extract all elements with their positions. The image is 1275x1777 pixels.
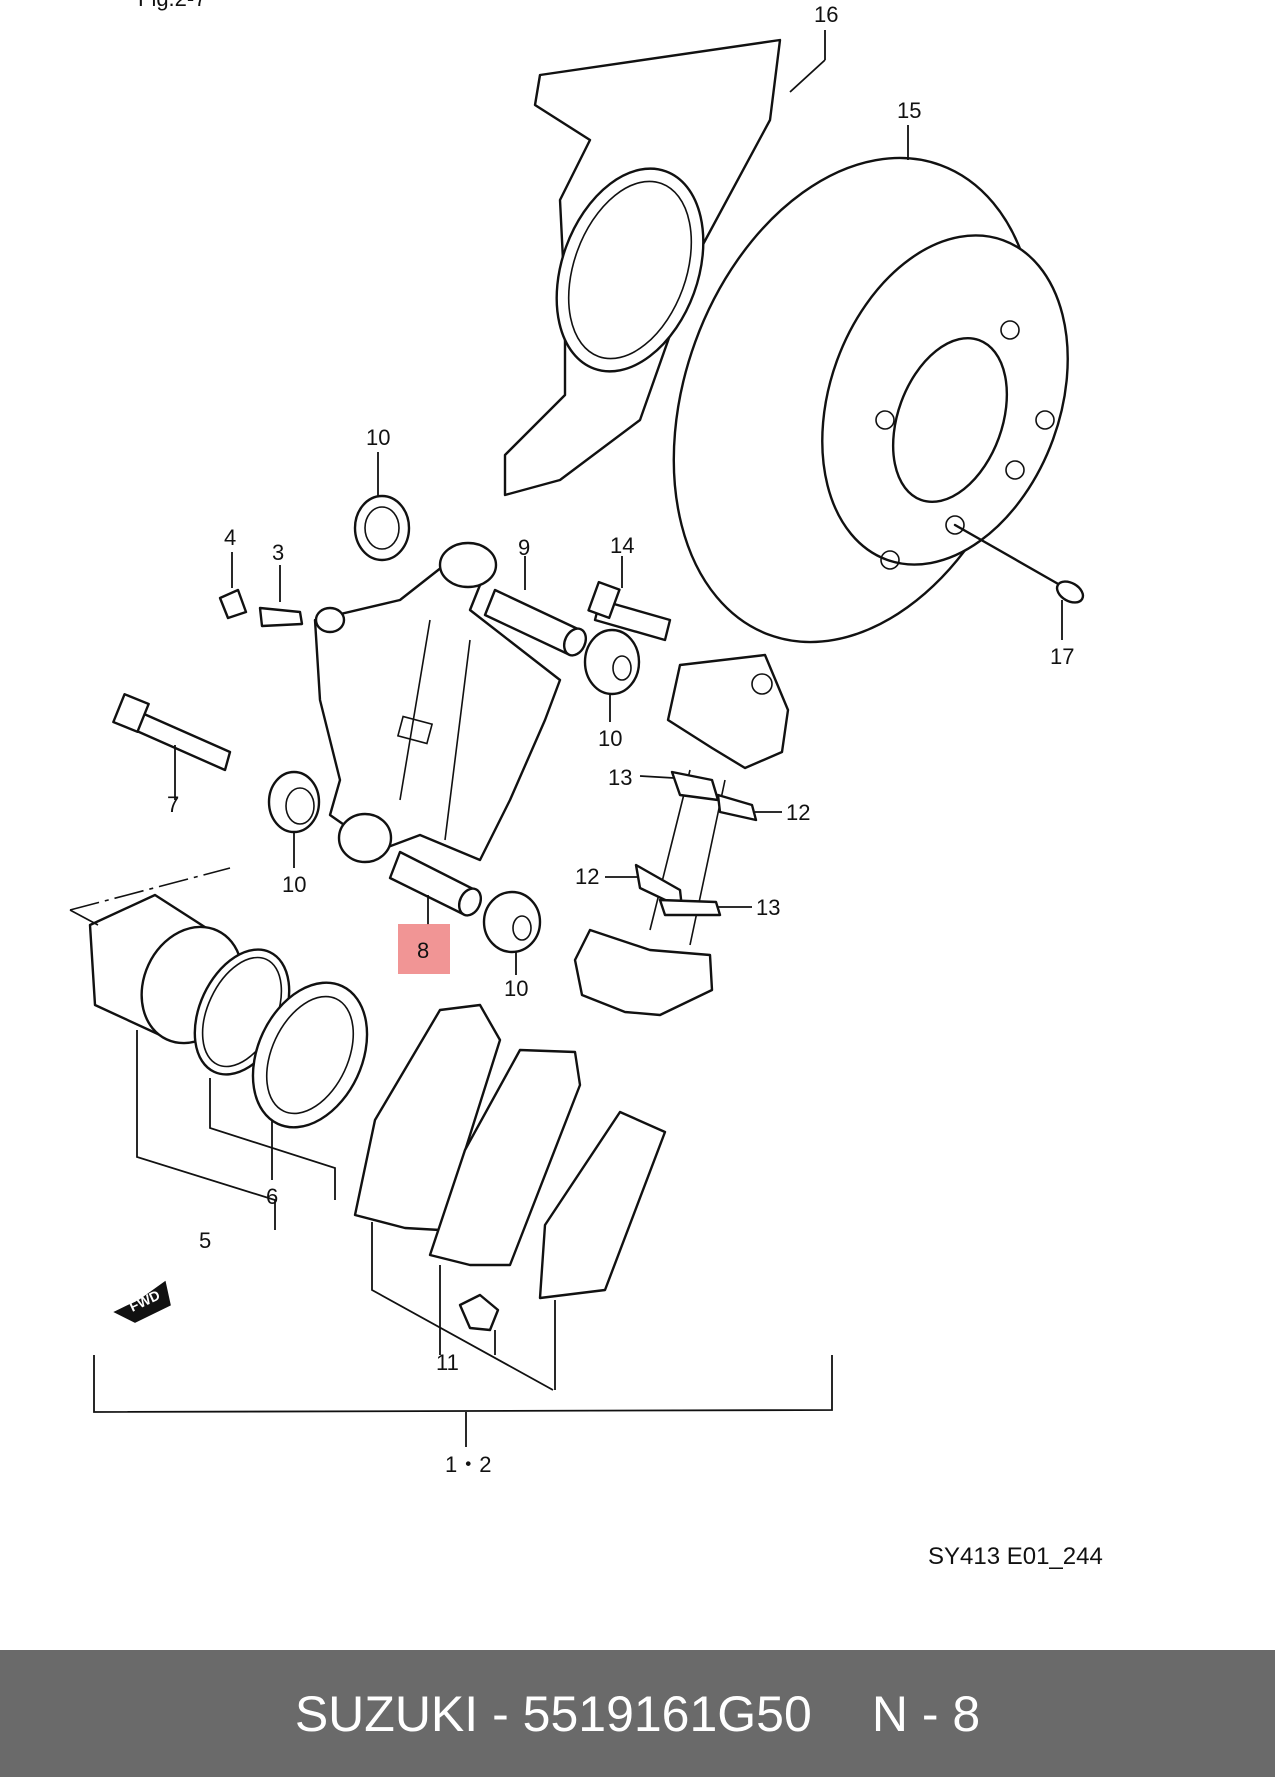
guide-pin-upper <box>483 588 588 657</box>
callout-1-2: 1・2 <box>445 1452 491 1477</box>
callout-16: 16 <box>814 2 838 27</box>
drawing-code: SY413 E01_244 <box>928 1543 1103 1570</box>
bleeder-plug <box>258 606 304 628</box>
callout-12-upper: 12 <box>786 800 810 825</box>
callout-6: 6 <box>266 1184 278 1209</box>
pad-clip-upper <box>670 770 758 822</box>
caliper-carrier <box>573 653 790 1017</box>
highlight-8 <box>398 924 450 974</box>
brake-pad-outer <box>428 1048 582 1267</box>
callout-8: 8 <box>417 938 429 963</box>
footer-brand: SUZUKI <box>294 1685 479 1742</box>
figure-caption: Fig.2-7 <box>138 0 206 11</box>
bushing-right <box>583 628 641 696</box>
piston-boot <box>251 981 369 1129</box>
brake-pad-inner <box>353 1003 502 1232</box>
callout-11: 11 <box>436 1350 459 1375</box>
pad-wear-indicator <box>458 1293 500 1332</box>
callout-5: 5 <box>199 1228 211 1253</box>
disc-screw <box>953 523 1085 604</box>
callout-14: 14 <box>610 533 634 558</box>
callout-3: 3 <box>272 540 284 565</box>
brake-disc <box>672 156 1069 644</box>
fwd-arrow-icon: FWD <box>113 1280 171 1323</box>
footer-bar: SUZUKI - 5519161G50 N - 8 <box>0 1650 1275 1777</box>
callout-10-right: 10 <box>598 726 622 751</box>
caliper-bolt-long <box>112 693 232 772</box>
anti-squeal-shim <box>538 1110 667 1300</box>
bushing-bottom <box>482 890 542 954</box>
assembly-bracket <box>93 1355 833 1413</box>
guide-pin-lower <box>388 850 483 917</box>
footer-dash: - <box>492 1685 509 1742</box>
boot-upper <box>353 494 411 562</box>
callout-10-upper: 10 <box>366 425 390 450</box>
callout-4: 4 <box>224 525 236 550</box>
boot-lower <box>267 770 321 834</box>
callout-13-upper: 13 <box>608 765 632 790</box>
brake-exploded-diagram: Fig.2-7 16 15 17 10 <box>69 0 1085 1477</box>
pad-clip-lower <box>634 863 722 917</box>
caliper-body <box>313 541 562 864</box>
footer-position: N - 8 <box>871 1685 981 1742</box>
caliper-bolt-upper <box>587 580 672 642</box>
dust-shield <box>503 38 782 497</box>
callout-9: 9 <box>518 535 530 560</box>
callout-13-lower: 13 <box>756 895 780 920</box>
footer-part-number: 5519161G50 <box>522 1685 812 1742</box>
callout-7: 7 <box>167 792 179 817</box>
callout-12-lower: 12 <box>575 864 599 889</box>
callout-17: 17 <box>1050 644 1074 669</box>
callout-10-lower-left: 10 <box>282 872 306 897</box>
callout-10-bottom: 10 <box>504 976 528 1001</box>
bleeder-cap <box>218 588 248 620</box>
callout-15: 15 <box>897 98 921 123</box>
